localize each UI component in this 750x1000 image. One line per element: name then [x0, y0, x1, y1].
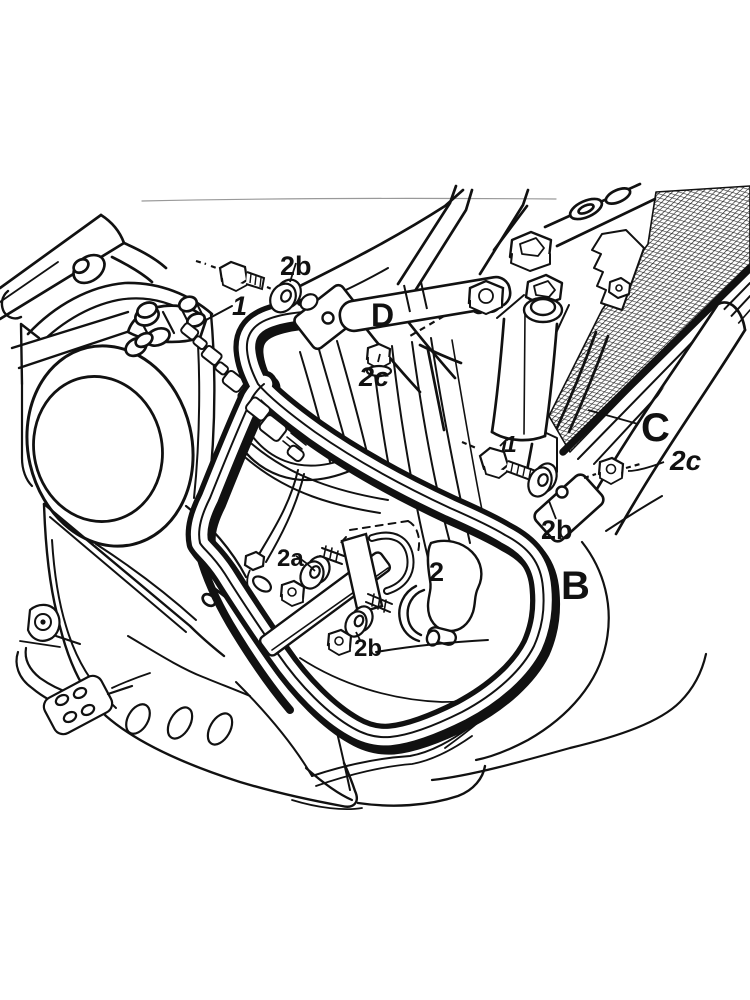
- svg-text:D: D: [371, 297, 394, 333]
- svg-text:B: B: [561, 564, 590, 608]
- svg-text:2c: 2c: [358, 362, 389, 392]
- svg-text:2c: 2c: [669, 445, 702, 476]
- svg-text:1: 1: [232, 291, 247, 321]
- svg-text:C: C: [641, 406, 670, 450]
- svg-text:2: 2: [429, 557, 444, 587]
- svg-text:1: 1: [504, 431, 517, 457]
- svg-text:2b: 2b: [541, 515, 573, 545]
- svg-text:2b: 2b: [354, 635, 382, 662]
